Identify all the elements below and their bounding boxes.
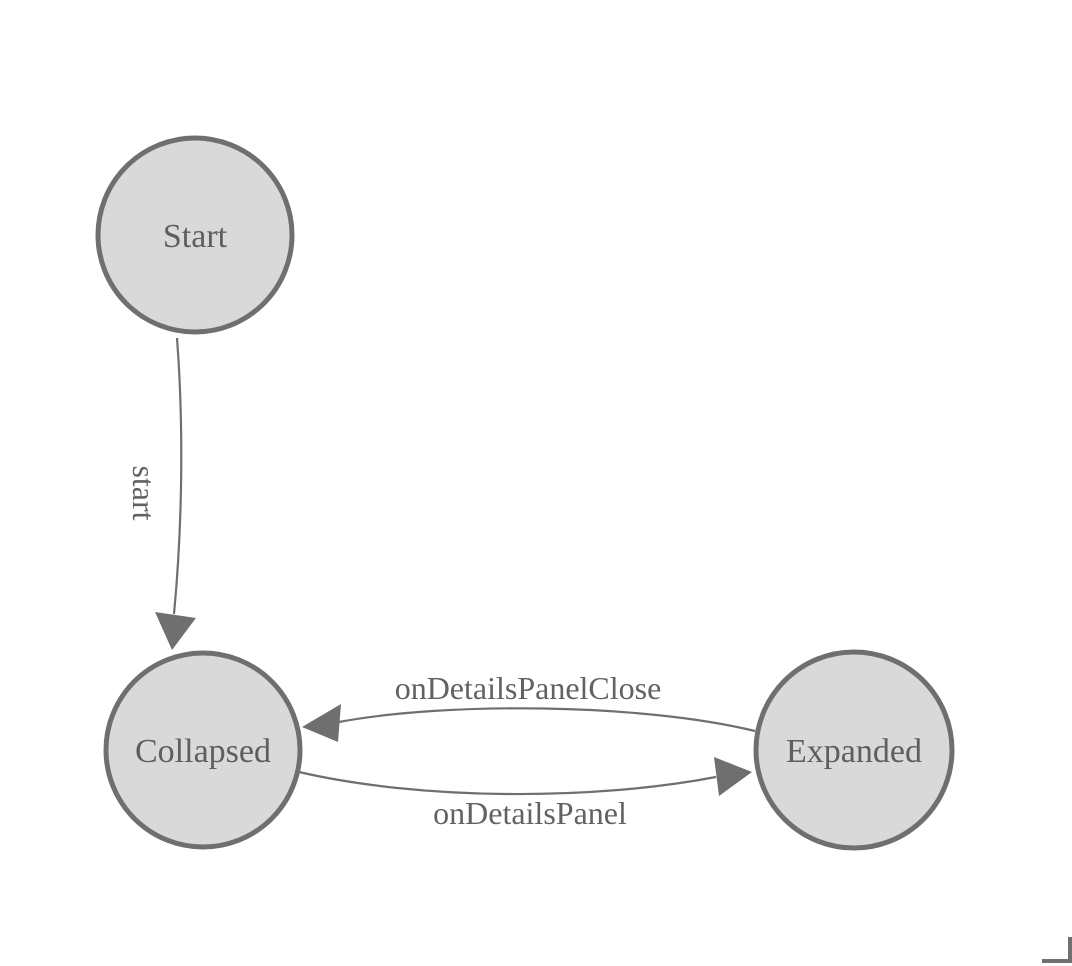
transition-start-edge bbox=[172, 337, 183, 615]
transition-start-arrowhead-icon bbox=[155, 612, 196, 650]
state-node-start[interactable]: Start bbox=[95, 135, 295, 335]
transition-ondetailspanelclose-edge bbox=[338, 707, 756, 733]
state-label-expanded: Expanded bbox=[786, 733, 922, 770]
state-circle-collapsed[interactable] bbox=[103, 650, 303, 850]
transition-ondetailspanel-arrowhead-icon bbox=[714, 757, 752, 796]
transition-start: start bbox=[126, 337, 196, 650]
transition-start-label: start bbox=[126, 465, 162, 520]
transition-ondetailspanelclose: onDetailsPanelClose bbox=[302, 670, 756, 742]
transition-ondetailspanel-label: onDetailsPanel bbox=[433, 795, 627, 831]
state-node-collapsed[interactable]: Collapsed bbox=[103, 650, 303, 850]
state-node-expanded[interactable]: Expanded bbox=[753, 649, 955, 851]
state-circle-expanded[interactable] bbox=[753, 649, 955, 851]
transition-ondetailspanelclose-arrowhead-icon bbox=[302, 704, 341, 742]
canvas-corner-mark bbox=[1042, 937, 1072, 963]
transition-ondetailspanel: onDetailsPanel bbox=[298, 757, 752, 831]
state-label-collapsed: Collapsed bbox=[135, 733, 271, 770]
canvas-corner-horizontal-bar bbox=[1042, 959, 1072, 963]
transition-ondetailspanelclose-label: onDetailsPanelClose bbox=[395, 670, 662, 706]
state-label-start: Start bbox=[163, 218, 228, 255]
canvas-corner-vertical-bar bbox=[1068, 937, 1072, 963]
state-circle-start[interactable] bbox=[95, 135, 295, 335]
transition-ondetailspanel-edge bbox=[298, 770, 717, 796]
